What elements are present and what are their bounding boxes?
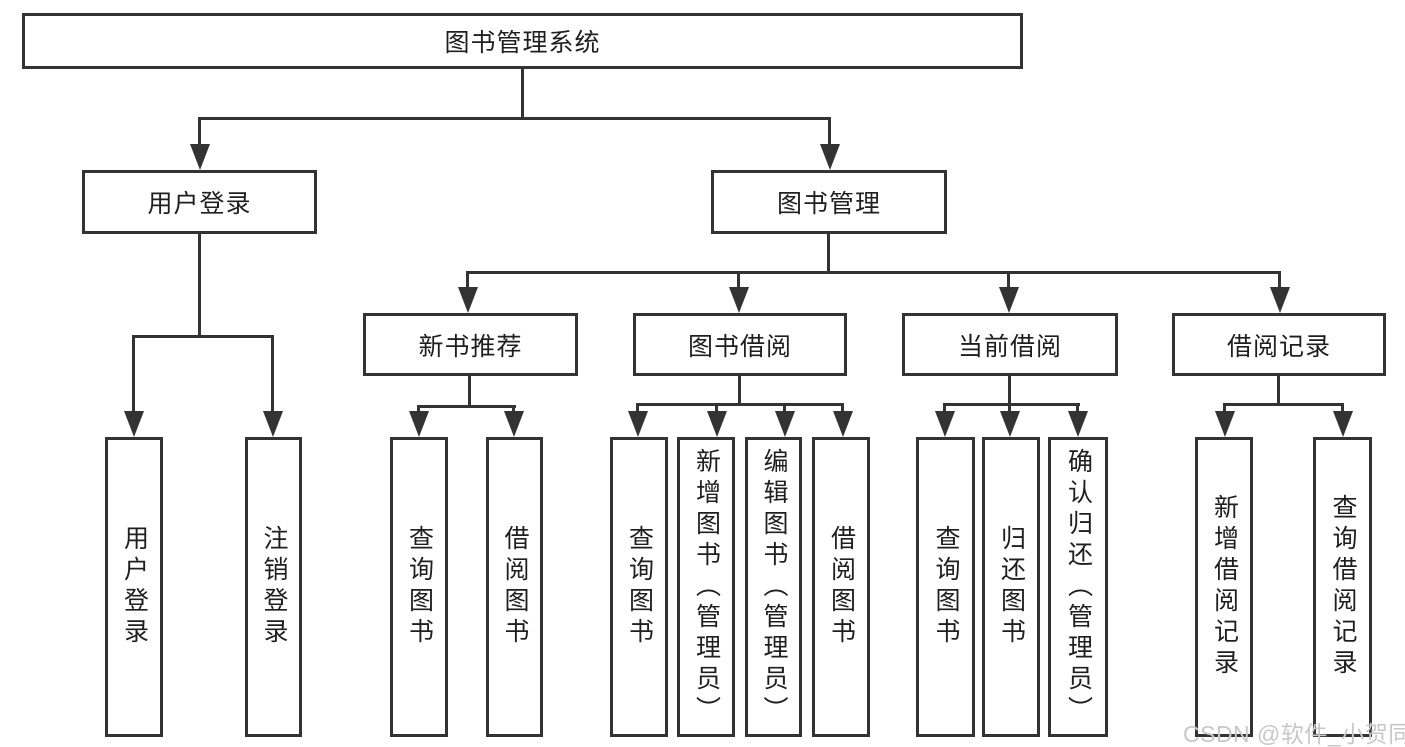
arrow-down-icon [775, 411, 795, 437]
arrow-down-icon [504, 411, 524, 437]
leaf-confirm-return-admin-label: 确认归还（管理员） [1064, 447, 1093, 727]
leaf-edit-books-admin-label: 编辑图书（管理员） [760, 447, 788, 727]
node-book-management: 图书管理 [711, 170, 947, 234]
leaf-edit-books-admin: 编辑图书（管理员） [745, 437, 802, 737]
arrow-down-icon [1000, 411, 1020, 437]
leaf-return-books-label: 归还图书 [997, 525, 1026, 649]
arrow-down-icon [935, 411, 955, 437]
leaf-query-books-current-label: 查询图书 [932, 525, 960, 649]
node-root: 图书管理系统 [22, 13, 1023, 69]
node-root-label: 图书管理系统 [444, 29, 601, 57]
connector-line [1008, 405, 1011, 412]
leaf-return-books: 归还图书 [982, 437, 1040, 737]
connector-line [943, 405, 946, 412]
arrow-down-icon [707, 411, 727, 437]
arrow-down-icon [833, 411, 853, 437]
arrow-down-icon [124, 411, 144, 437]
node-book-management-label: 图书管理 [776, 190, 881, 218]
leaf-user-login-label: 用户登录 [120, 525, 149, 649]
connector-line [715, 405, 718, 412]
connector-line [132, 337, 135, 411]
connector-line [1341, 405, 1344, 412]
leaf-query-books-recommend-label: 查询图书 [405, 525, 434, 649]
connector-line [636, 403, 844, 406]
node-new-book-recommend-label: 新书推荐 [418, 332, 523, 361]
connector-line [783, 405, 786, 412]
connector-line [466, 271, 1281, 274]
watermark: CSDN @软件_小贺同学 [1183, 715, 1405, 747]
connector-line [198, 117, 831, 120]
node-current-borrowing: 当前借阅 [902, 313, 1118, 376]
leaf-query-books-recommend: 查询图书 [390, 437, 448, 737]
arrow-down-icon [409, 411, 429, 437]
node-new-book-recommend: 新书推荐 [363, 313, 578, 376]
connector-line [738, 376, 741, 405]
leaf-query-books-current: 查询图书 [916, 437, 975, 737]
connector-line [827, 234, 830, 273]
connector-line [521, 69, 524, 120]
leaf-user-login: 用户登录 [105, 437, 163, 737]
node-borrowing-records-label: 借阅记录 [1226, 332, 1331, 361]
leaf-borrow-books: 借阅图书 [812, 437, 870, 737]
arrow-down-icon [458, 287, 478, 313]
leaf-confirm-return-admin: 确认归还（管理员） [1048, 437, 1108, 737]
leaf-borrow-books-recommend: 借阅图书 [486, 437, 543, 737]
connector-line [271, 337, 274, 411]
connector-line [468, 376, 471, 407]
leaf-borrow-books-label: 借阅图书 [827, 525, 856, 649]
connector-line [636, 405, 639, 412]
connector-line [417, 407, 420, 412]
node-current-borrowing-label: 当前借阅 [957, 332, 1062, 361]
arrow-down-icon [820, 144, 840, 170]
connector-line [1223, 405, 1226, 412]
node-user-login-label: 用户登录 [147, 190, 252, 218]
connector-line [512, 407, 515, 412]
leaf-query-borrow-record-label: 查询借阅记录 [1329, 494, 1357, 680]
leaf-add-books-admin: 新增图书（管理员） [677, 437, 735, 737]
arrow-down-icon [190, 144, 210, 170]
arrow-down-icon [1068, 411, 1088, 437]
leaf-logout: 注销登录 [245, 437, 302, 737]
arrow-down-icon [1333, 411, 1353, 437]
connector-line [1278, 273, 1281, 288]
connector-line [1007, 273, 1010, 288]
leaf-query-books-borrowing: 查询图书 [610, 437, 668, 737]
connector-line [737, 273, 740, 288]
connector-line [198, 234, 201, 336]
connector-line [1223, 403, 1344, 406]
connector-line [132, 335, 274, 338]
node-book-borrowing: 图书借阅 [633, 313, 847, 376]
node-user-login: 用户登录 [82, 170, 317, 234]
connector-line [1076, 405, 1079, 412]
leaf-add-books-admin-label: 新增图书（管理员） [692, 447, 721, 727]
connector-line [466, 273, 469, 288]
arrow-down-icon [1270, 287, 1290, 313]
leaf-add-borrow-record: 新增借阅记录 [1195, 437, 1253, 737]
connector-line [841, 405, 844, 412]
arrow-down-icon [1215, 411, 1235, 437]
connector-line [828, 119, 831, 146]
arrow-down-icon [263, 411, 283, 437]
watermark-text: CSDN @软件_小贺同 [1183, 721, 1405, 747]
connector-line [1008, 376, 1011, 405]
leaf-query-books-borrowing-label: 查询图书 [625, 525, 654, 649]
leaf-borrow-books-recommend-label: 借阅图书 [501, 525, 529, 649]
arrow-down-icon [729, 287, 749, 313]
arrow-down-icon [628, 411, 648, 437]
leaf-query-borrow-record: 查询借阅记录 [1313, 437, 1372, 737]
connector-line [1277, 376, 1280, 405]
connector-line [417, 405, 516, 408]
arrow-down-icon [999, 287, 1019, 313]
node-borrowing-records: 借阅记录 [1172, 313, 1386, 376]
connector-line [198, 119, 201, 146]
leaf-add-borrow-record-label: 新增借阅记录 [1210, 494, 1239, 680]
connector-line [943, 403, 1080, 406]
node-book-borrowing-label: 图书借阅 [687, 332, 792, 361]
leaf-logout-label: 注销登录 [260, 525, 288, 649]
